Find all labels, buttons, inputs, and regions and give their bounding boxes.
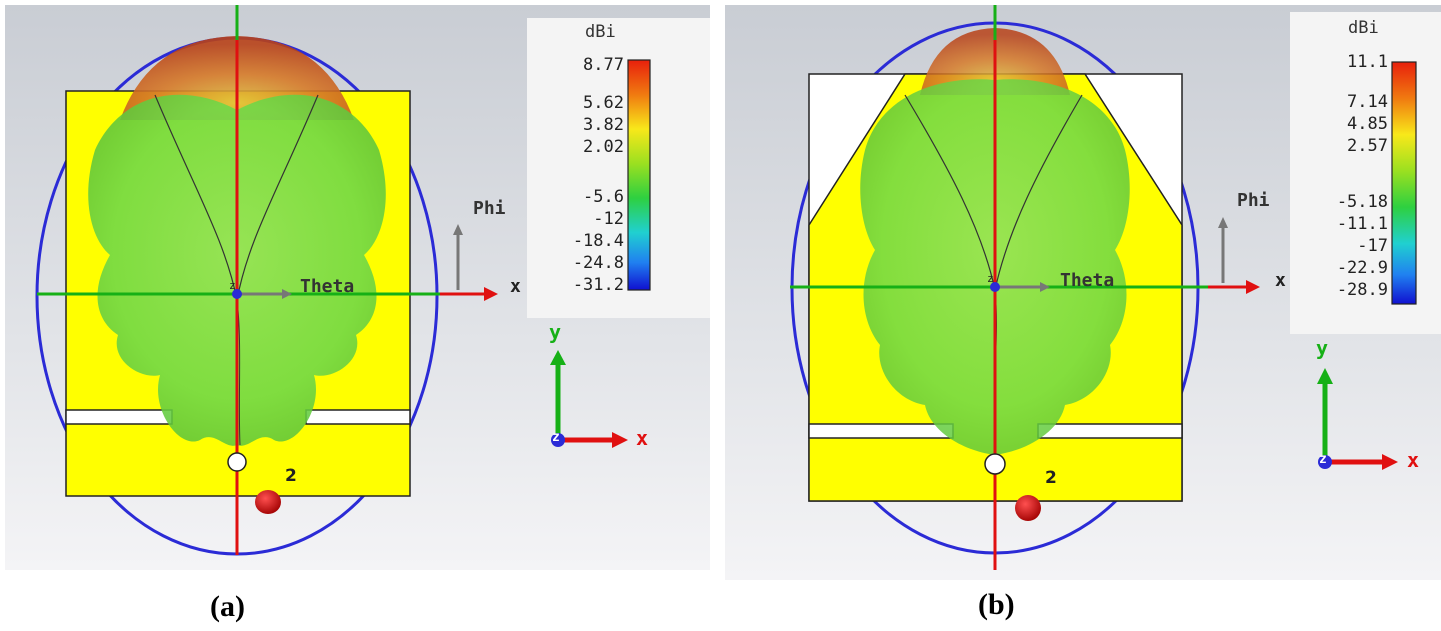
theta-label: Theta: [300, 276, 355, 297]
colorbar-box: [527, 18, 710, 318]
slot-left: [808, 423, 954, 439]
colorbar-tick: -18.4: [572, 231, 624, 251]
triad-z-dot: [1318, 455, 1332, 469]
triad-y-label: y: [549, 320, 562, 344]
port-marker: [1015, 495, 1041, 521]
triad-y-label: y: [1316, 336, 1329, 360]
triad-x-label: x: [1407, 448, 1420, 472]
origin-dot: [232, 289, 242, 299]
colorbar-tick: 2.02: [583, 137, 624, 157]
triad-z-label: z: [1319, 452, 1327, 467]
panel-caption: (a): [210, 590, 245, 623]
colorbar-tick: 3.82: [583, 115, 624, 135]
x-axis-label: x: [510, 276, 521, 297]
colorbar-tick: -11.1: [1336, 214, 1388, 234]
colorbar-tick: -31.2: [572, 275, 624, 295]
colorbar-gradient: [627, 59, 651, 291]
colorbar-tick-labels: 8.77 5.62 3.82 2.02 -5.6 -12 -18.4 -24.8…: [540, 55, 624, 295]
phi-label: Phi: [473, 198, 506, 219]
panel-b-drawing: [725, 5, 1441, 580]
colorbar-tick: 11.1: [1347, 52, 1388, 72]
colorbar-gradient: [1391, 61, 1417, 305]
triad-z-label: z: [552, 430, 560, 445]
port-marker: [255, 490, 281, 514]
colorbar-tick: -5.6: [583, 187, 624, 207]
colorbar-unit: dBi: [1348, 18, 1379, 38]
colorbar-tick: -28.9: [1336, 280, 1388, 300]
triad-z-dot: [551, 433, 565, 447]
x-axis-arrowhead: [484, 287, 498, 301]
lobe-contour-right: [236, 94, 319, 301]
panel-b: dBi 11.1 7.14 4.85 2.57 -5.18 -11.1 -17 …: [720, 0, 1441, 631]
colorbar-tick: -5.18: [1336, 192, 1388, 212]
colorbar-tick: -17: [1357, 236, 1388, 256]
panel-a: dBi 8.77 5.62 3.82 2.02 -5.6 -12 -18.4 -…: [0, 0, 720, 631]
lobe-contour-left: [154, 94, 238, 301]
panel-caption: (b): [978, 588, 1015, 621]
colorbar-tick: 2.57: [1347, 136, 1388, 156]
colorbar-tick: 4.85: [1347, 114, 1388, 134]
port-label: 2: [1045, 468, 1057, 488]
lobe-contour-left: [904, 94, 996, 291]
triad-x-label: x: [636, 426, 649, 450]
colorbar-tick: -12: [593, 209, 624, 229]
feed-circle: [984, 453, 1006, 475]
colorbar-tick: 7.14: [1347, 92, 1388, 112]
triad-x-arrowhead: [1382, 454, 1398, 470]
x-axis-arrowhead: [1246, 280, 1260, 294]
colorbar-unit: dBi: [585, 22, 616, 42]
slot-right: [1037, 423, 1183, 439]
theta-arrowhead: [1040, 282, 1050, 292]
phi-arrowhead: [453, 224, 463, 235]
origin-z-label: z: [229, 279, 236, 292]
theta-label: Theta: [1060, 270, 1115, 291]
colorbar-tick: -22.9: [1336, 258, 1388, 278]
colorbar-tick: 5.62: [583, 93, 624, 113]
theta-arrowhead: [282, 289, 292, 299]
panel-a-drawing: [5, 5, 710, 570]
port-label: 2: [285, 466, 297, 486]
x-axis-label: x: [1275, 270, 1286, 291]
colorbar-tick: -24.8: [572, 253, 624, 273]
phi-label: Phi: [1237, 190, 1270, 211]
triad-x-arrowhead: [612, 432, 628, 448]
colorbar-tick-labels: 11.1 7.14 4.85 2.57 -5.18 -11.1 -17 -22.…: [1300, 52, 1388, 312]
origin-z-label: z: [987, 272, 994, 285]
triad-y-arrowhead: [1317, 368, 1333, 384]
feed-circle: [227, 452, 247, 472]
triad-y-arrowhead: [550, 350, 566, 365]
slot-left: [65, 409, 173, 425]
slot-right: [305, 409, 411, 425]
phi-arrowhead: [1218, 217, 1228, 228]
lobe-contour-right: [994, 94, 1083, 291]
colorbar-tick: 8.77: [583, 55, 624, 75]
origin-dot: [990, 282, 1000, 292]
